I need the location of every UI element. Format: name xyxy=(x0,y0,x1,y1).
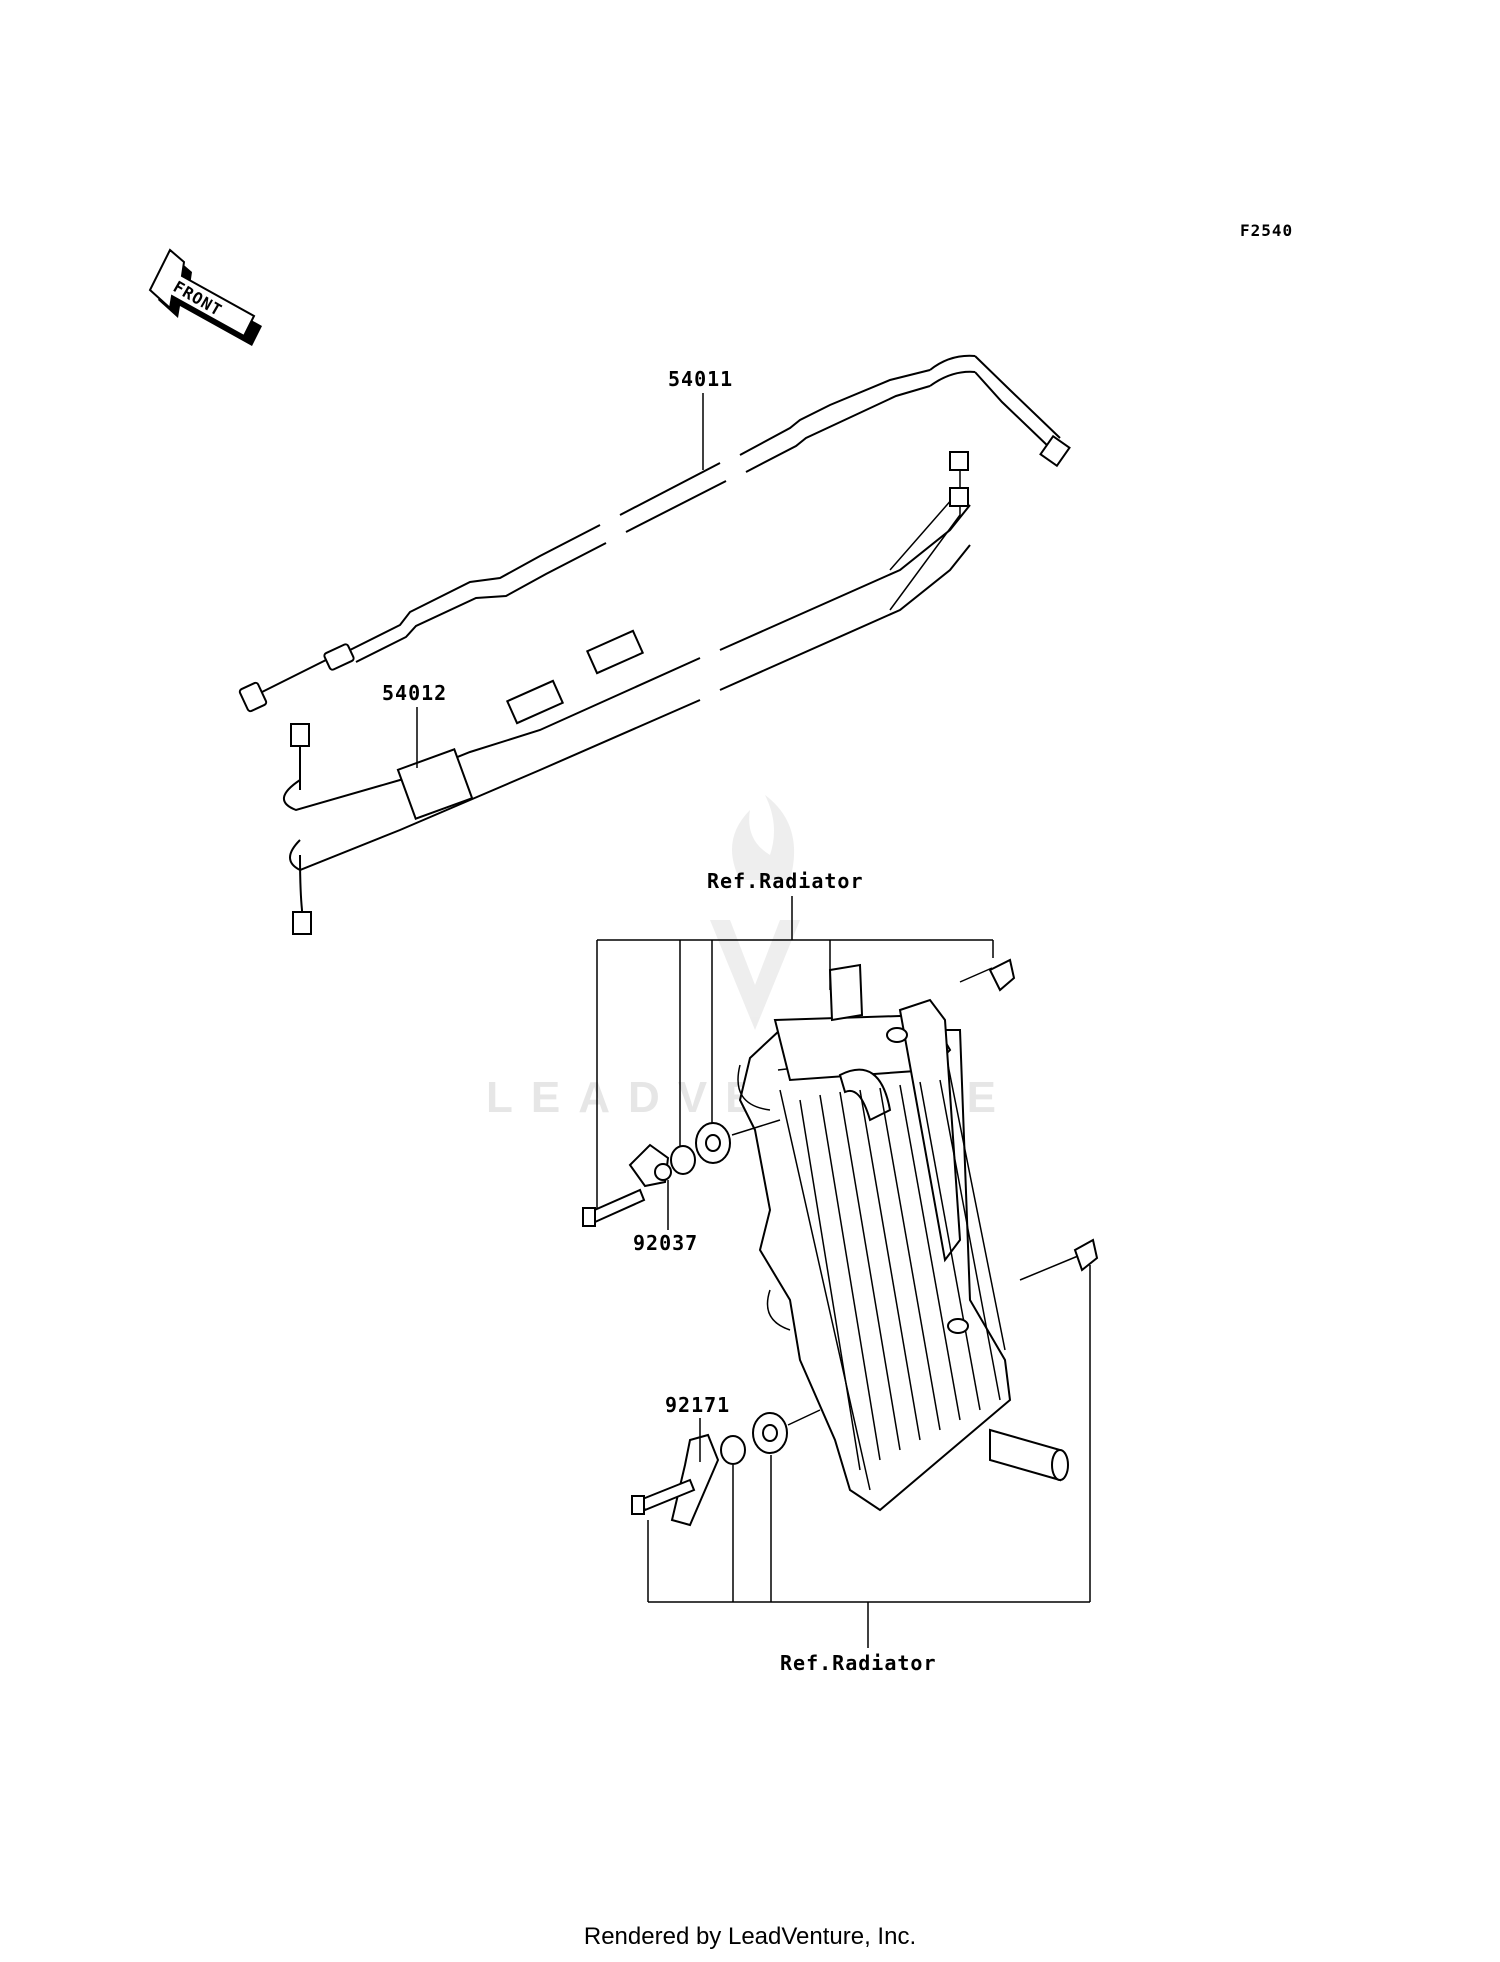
part-label-54012: 54012 xyxy=(382,681,447,705)
cable-54011 xyxy=(238,354,1071,713)
bolt-lower-right xyxy=(1019,1238,1099,1281)
ref-radiator-top: Ref.Radiator xyxy=(707,869,864,893)
radiator xyxy=(737,963,1069,1512)
part-label-92171: 92171 xyxy=(665,1393,730,1417)
mount-hardware-upper xyxy=(582,1119,781,1227)
diagram-code: F2540 xyxy=(1240,221,1293,240)
front-arrow-icon: FRONT xyxy=(148,248,262,346)
ref-bracket-top xyxy=(596,896,994,1218)
part-label-54011: 54011 xyxy=(668,367,733,391)
footer-credit: Rendered by LeadVenture, Inc. xyxy=(584,1923,916,1950)
bolt-top-right xyxy=(959,958,1016,992)
part-label-92037: 92037 xyxy=(633,1231,698,1255)
ref-radiator-bottom: Ref.Radiator xyxy=(780,1651,937,1675)
ref-bracket-bottom xyxy=(647,1265,1091,1648)
mount-hardware-lower xyxy=(631,1409,821,1527)
